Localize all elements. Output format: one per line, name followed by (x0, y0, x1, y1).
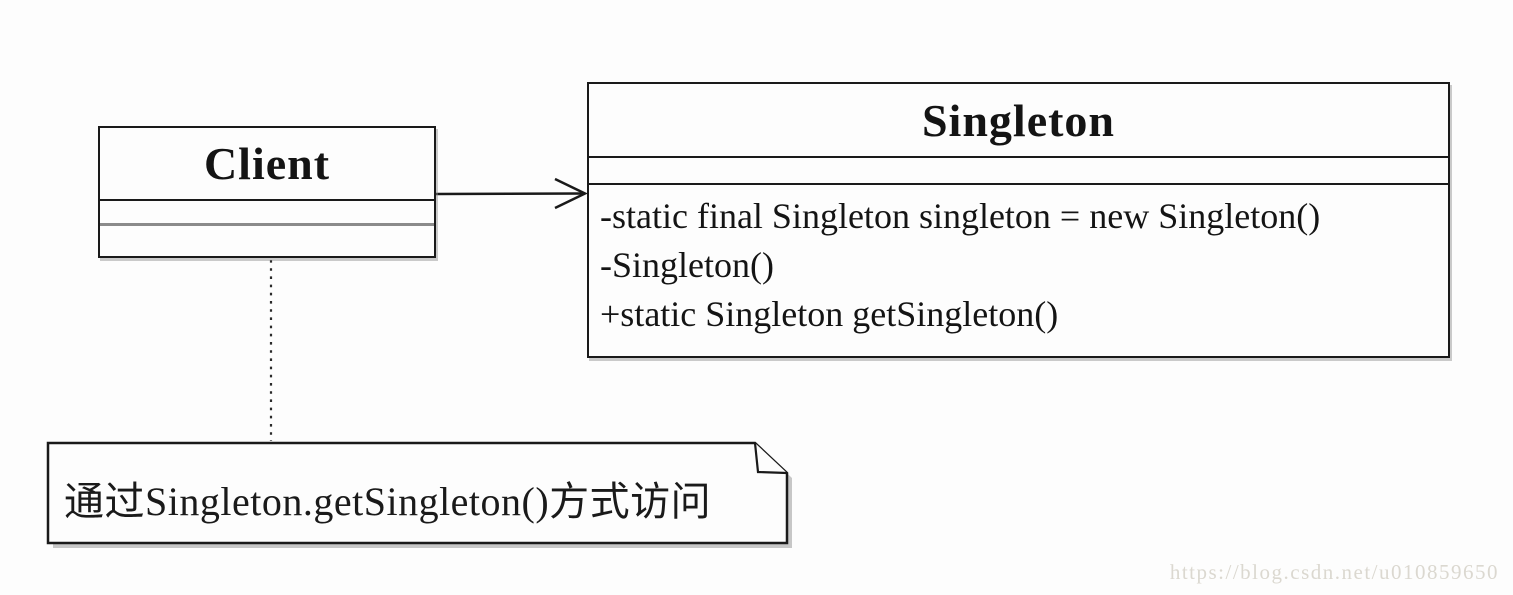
singleton-operations-compartment: -static final Singleton singleton = new … (589, 185, 1448, 356)
open-arrowhead-icon (554, 177, 588, 210)
operation-line: -Singleton() (600, 245, 774, 285)
association-arrow (435, 177, 588, 210)
class-box-singleton: Singleton -static final Singleton single… (587, 82, 1450, 358)
class-box-client: Client (98, 126, 436, 258)
note-fold-corner-icon (753, 442, 788, 475)
watermark-url: https://blog.csdn.net/u010859650 (1169, 560, 1499, 584)
note-text: 通过Singleton.getSingleton()方式访问 (64, 479, 712, 524)
operation-line: -static final Singleton singleton = new … (600, 196, 1321, 236)
singleton-attributes-compartment (589, 158, 1448, 185)
note-box (46, 441, 789, 545)
operation-line: +static Singleton getSingleton() (600, 294, 1059, 334)
client-attributes-compartment (100, 201, 434, 226)
client-operations-compartment (100, 226, 434, 256)
class-name-singleton: Singleton (589, 84, 1448, 158)
class-name-client: Client (100, 128, 434, 201)
